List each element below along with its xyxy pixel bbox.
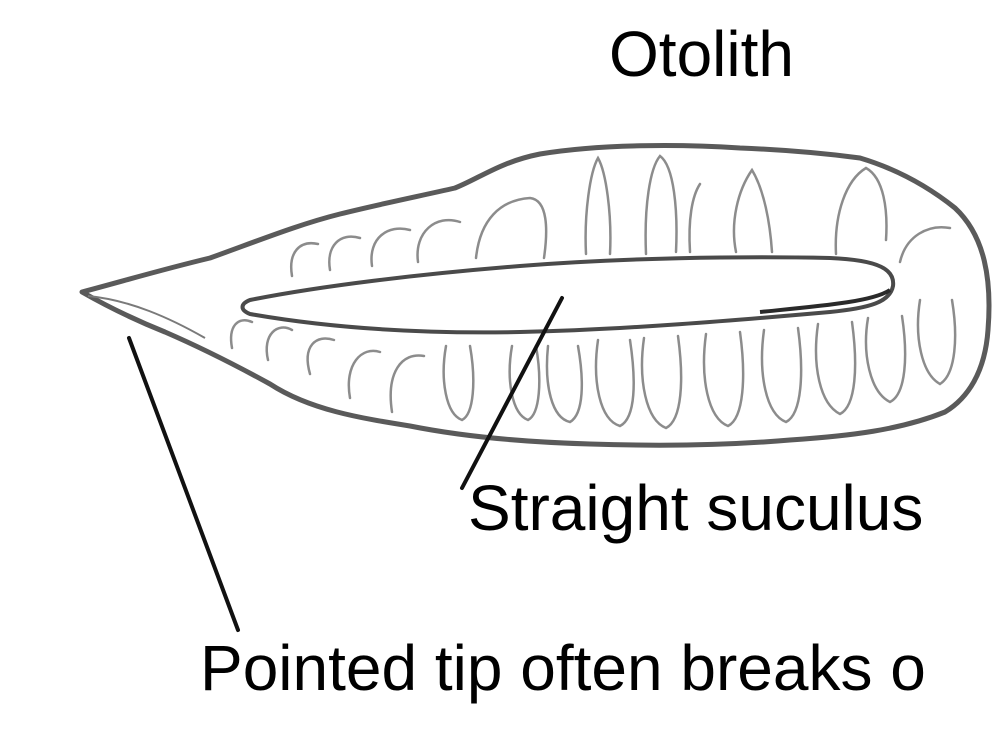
upper-ridge [836, 168, 887, 254]
upper-ridge [689, 184, 700, 252]
lower-ridge [308, 338, 334, 374]
upper-ridge [291, 243, 318, 276]
upper-ridge [734, 170, 772, 252]
lower-ridge [231, 320, 252, 348]
lower-ridge [349, 351, 380, 398]
diagram-title: Otolith [609, 22, 794, 86]
tip-leader-line [129, 338, 238, 630]
otolith-outline [82, 146, 989, 446]
upper-ridge [418, 220, 460, 262]
lower-ridge [444, 346, 474, 420]
lower-ridge [510, 346, 540, 420]
upper-ridge [329, 237, 360, 270]
lower-ridge [866, 316, 905, 402]
sulcus-leader-line [462, 298, 562, 488]
sulcus-shading [760, 290, 890, 312]
upper-ridge [586, 158, 611, 254]
upper-ridge [371, 229, 410, 266]
lower-ridge [547, 346, 582, 422]
lower-ridge [816, 322, 855, 414]
upper-ridge [476, 198, 546, 258]
lower-ridge [762, 328, 801, 422]
lower-ridge [267, 328, 292, 360]
upper-ridge [646, 156, 677, 254]
lower-ridges [231, 300, 955, 428]
lower-ridge [918, 300, 955, 384]
upper-ridge [900, 227, 950, 262]
sulcus-groove [243, 257, 894, 332]
lower-ridge [391, 355, 424, 412]
tip-label: Pointed tip often breaks o [200, 636, 926, 700]
lower-ridge [704, 332, 743, 426]
lower-ridge [596, 340, 634, 426]
sulcus-label: Straight suculus [468, 476, 923, 540]
lower-ridge [642, 336, 681, 428]
